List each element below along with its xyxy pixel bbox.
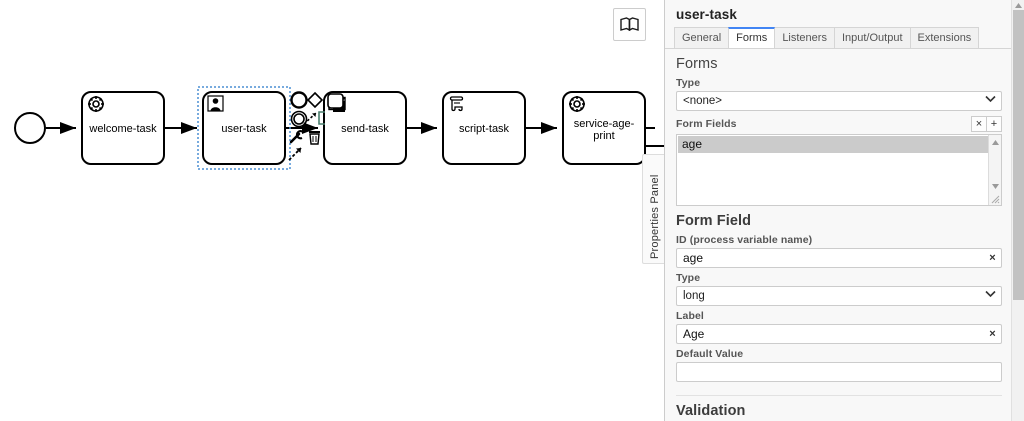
user-icon	[207, 95, 224, 112]
forms-section: Forms Type <none> Form Fields × +	[665, 56, 1013, 419]
form-field-label-label: Label	[676, 310, 704, 322]
task-label: service-age-	[574, 118, 635, 130]
gear-icon	[88, 96, 104, 112]
append-task-icon[interactable]	[327, 93, 345, 112]
form-fields-header: Form Fields × +	[676, 116, 1002, 132]
properties-panel: user-task General Forms Listeners Input/…	[664, 0, 1024, 421]
form-field-default-value-input[interactable]	[676, 362, 1002, 382]
form-field-heading: Form Field	[676, 213, 752, 229]
panel-tab-bar[interactable]: General Forms Listeners Input/Output Ext…	[665, 27, 1013, 49]
forms-type-select[interactable]: <none>	[676, 91, 1002, 111]
task-label: user-task	[221, 123, 267, 135]
task-welcome-task	[81, 91, 165, 165]
section-divider	[676, 395, 1002, 396]
form-field-default-value-label: Default Value	[676, 348, 744, 360]
gear-icon	[569, 96, 585, 112]
task-label: send-task	[341, 123, 389, 135]
add-form-field-button[interactable]: +	[986, 116, 1002, 132]
clear-id-button[interactable]: ×	[984, 249, 1001, 267]
form-fields-scrollbar[interactable]	[988, 135, 1001, 205]
task-label: welcome-task	[88, 123, 157, 135]
clear-label-button[interactable]: ×	[984, 325, 1001, 343]
form-field-type-select[interactable]: long	[676, 286, 1002, 306]
resize-grip-icon[interactable]	[990, 194, 1000, 204]
scroll-up-icon[interactable]	[1014, 1, 1023, 10]
panel-scrollbar-thumb[interactable]	[1013, 10, 1024, 300]
tab-forms[interactable]: Forms	[728, 27, 776, 48]
context-pad[interactable]	[288, 91, 345, 161]
validation-heading: Validation	[676, 403, 746, 419]
connect-arrow-icon[interactable]	[303, 112, 317, 125]
properties-panel-toggle-label: Properties Panel	[649, 174, 661, 259]
properties-panel-toggle-tab[interactable]: Properties Panel	[642, 154, 664, 264]
forms-type-label: Type	[676, 77, 701, 89]
form-field-id-label: ID (process variable name)	[676, 234, 813, 246]
tab-listeners[interactable]: Listeners	[774, 27, 835, 48]
map-icon	[620, 17, 639, 32]
tab-extensions[interactable]: Extensions	[909, 27, 980, 48]
task-service-age-print	[562, 91, 646, 165]
task-script-task	[442, 91, 526, 165]
tab-input-output[interactable]: Input/Output	[833, 27, 911, 48]
panel-title: user-task	[676, 7, 737, 22]
form-fields-listbox[interactable]: age	[676, 134, 1002, 206]
script-icon	[449, 96, 464, 112]
form-field-label-input[interactable]	[676, 324, 1002, 344]
append-gateway-icon[interactable]	[306, 91, 324, 109]
forms-heading: Forms	[676, 56, 718, 72]
scroll-up-icon[interactable]	[991, 138, 1000, 147]
form-field-id-input[interactable]	[676, 248, 1002, 268]
append-text-annotation-icon[interactable]	[318, 111, 325, 125]
minimap-toggle-button[interactable]	[613, 8, 646, 41]
task-label: print	[593, 130, 614, 142]
append-intermediate-event-icon[interactable]	[290, 110, 308, 128]
wrench-icon[interactable]	[289, 130, 304, 144]
form-fields-label: Form Fields	[676, 118, 737, 130]
list-item[interactable]: age	[678, 136, 988, 153]
task-label: script-task	[459, 123, 510, 135]
trash-icon[interactable]	[309, 131, 320, 145]
remove-form-field-button[interactable]: ×	[971, 116, 987, 132]
scroll-down-icon[interactable]	[991, 182, 1000, 191]
bpmn-diagram: welcome-task user-task send-task script-…	[14, 86, 664, 170]
bpmn-canvas[interactable]: welcome-task user-task send-task script-…	[0, 0, 664, 421]
append-end-event-icon[interactable]	[290, 91, 308, 109]
connect-tool-icon[interactable]	[288, 147, 302, 161]
panel-scrollbar[interactable]	[1011, 0, 1024, 421]
start-event	[14, 112, 46, 144]
tab-general[interactable]: General	[674, 27, 730, 48]
form-field-type-label: Type	[676, 272, 701, 284]
